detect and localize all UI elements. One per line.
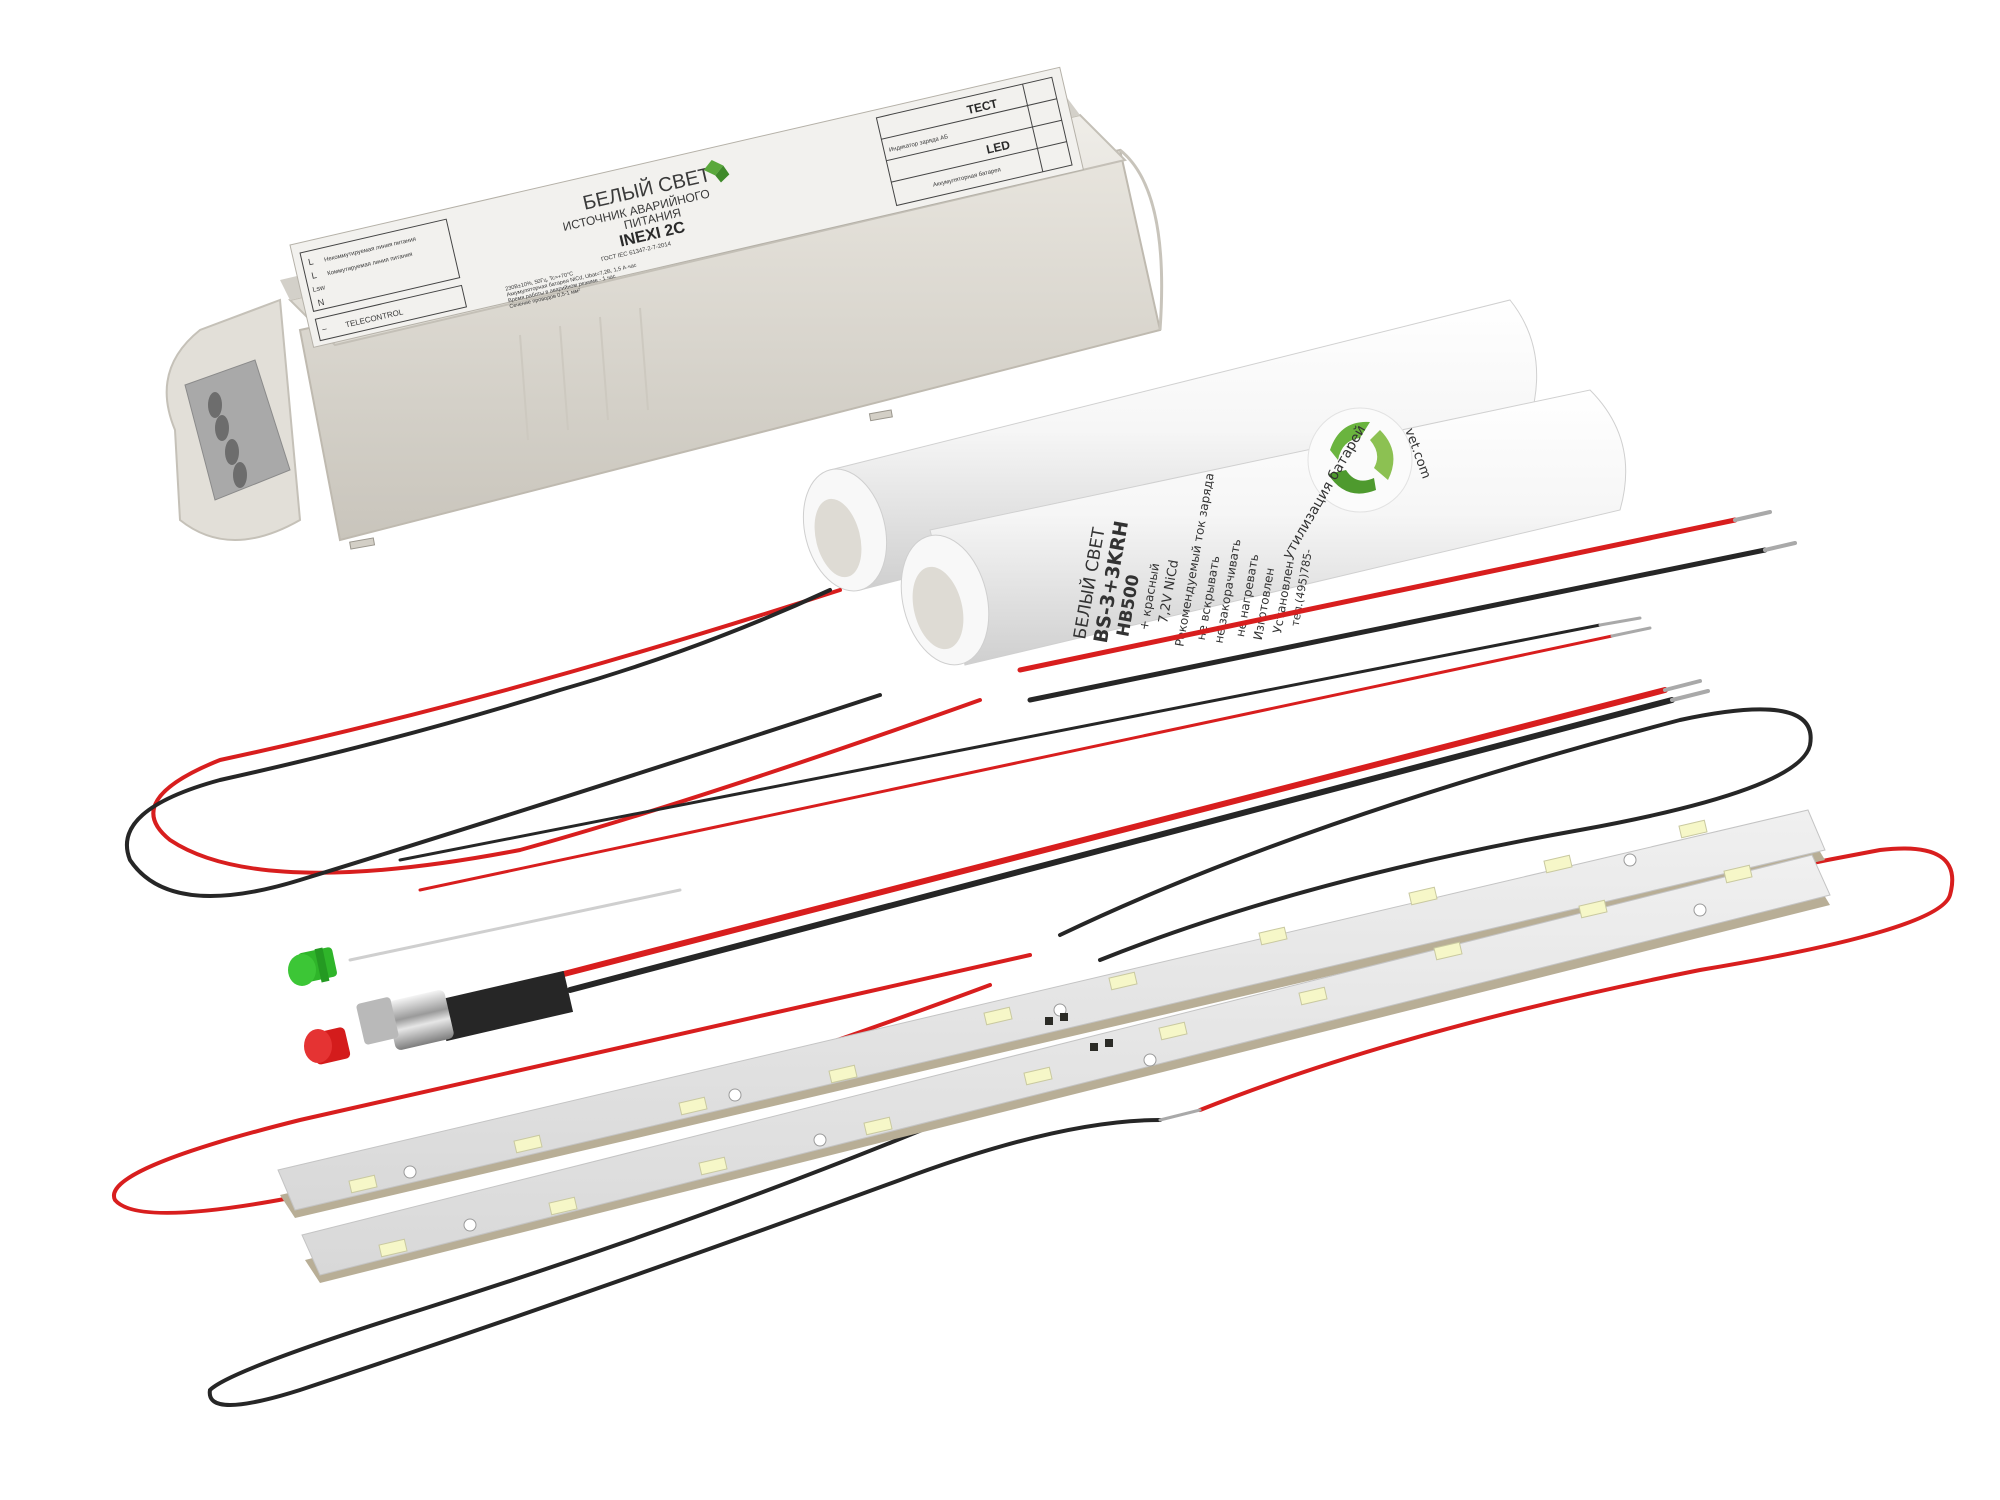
led-chip (828, 1064, 858, 1084)
led-chip (1678, 819, 1708, 839)
battery-cell-front: БЕЛЫЙ СВЕТ BS-3+3KRH HB500 + красный 7,2… (900, 389, 1627, 666)
led-chip (983, 1006, 1013, 1026)
button-lead-black (567, 697, 1675, 993)
led-chip (1408, 886, 1438, 906)
led-chip (513, 1134, 543, 1154)
led-chip (698, 1156, 728, 1176)
driver-output-black (124, 588, 882, 898)
led-strip-bottom (301, 854, 1831, 1283)
battery-pack: БЕЛЫЙ СВЕТ BS-3+3KRH HB500 + красный 7,2… (802, 299, 1627, 666)
emergency-driver: L Некоммутируемая линия питания L Коммут… (165, 66, 1164, 550)
driver-output-red (151, 588, 982, 875)
button-lead-red (557, 687, 1668, 978)
led-strip-top (277, 809, 1826, 1218)
led-chip (1108, 971, 1138, 991)
terminal-L2: L (310, 270, 317, 281)
battery-lead-black (1027, 547, 1768, 703)
led-chip (863, 1116, 893, 1136)
thin-pair-black (398, 623, 1602, 862)
strip-black-loop (1058, 707, 1813, 962)
led-chip (378, 1238, 408, 1258)
led-chip (1023, 1066, 1053, 1086)
led-chip (1298, 986, 1328, 1006)
indicator-led (288, 947, 337, 986)
led-chip (1158, 1021, 1188, 1041)
led-chip (348, 1174, 378, 1194)
strip-black-bottom (207, 1043, 1162, 1407)
led-chip (678, 1096, 708, 1116)
terminal-block (184, 359, 291, 501)
wires (111, 510, 1955, 1407)
led-chip (1258, 926, 1288, 946)
terminal-N: N (317, 297, 326, 308)
terminal-test: ТЕСТ (965, 96, 999, 117)
led-chip (1433, 941, 1463, 961)
battery-lead-red (1017, 517, 1738, 673)
indicator-led-leads (348, 888, 682, 962)
led-chip (1723, 864, 1753, 884)
thin-pair-red (418, 634, 1614, 892)
led-chip (1578, 899, 1608, 919)
led-chip (1543, 854, 1573, 874)
driver-ribs (519, 307, 649, 441)
terminal-led: LED (985, 138, 1012, 157)
telecontrol-minus: − (321, 324, 328, 335)
terminal-L1: L (307, 256, 314, 267)
recycle-logo-icon (1307, 407, 1413, 513)
led-chip (548, 1196, 578, 1216)
test-push-button (304, 970, 574, 1065)
terminal-Lsw: Lsw (312, 284, 327, 294)
brand-logo-icon (703, 159, 730, 183)
